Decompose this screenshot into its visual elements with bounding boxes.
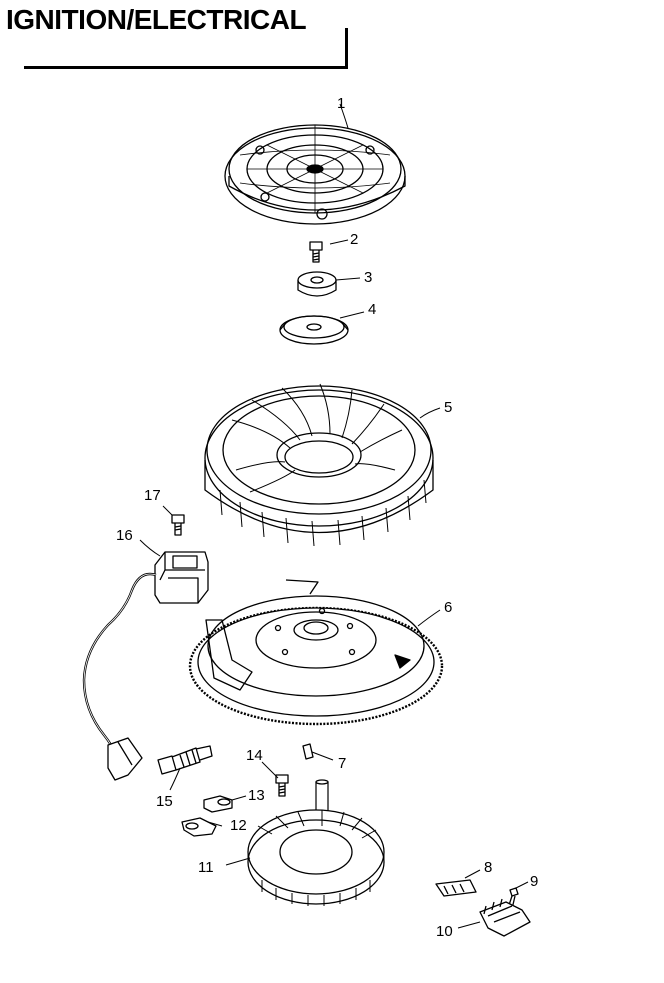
part-flywheel-key: [302, 743, 314, 760]
callout-6: 6: [444, 599, 452, 616]
part-fan-retainer: [279, 315, 349, 345]
title-underline: [24, 66, 348, 69]
part-clamp-lower: [181, 817, 217, 837]
callout-8: 8: [484, 859, 492, 876]
callout-3: 3: [364, 269, 372, 286]
part-cooling-fan: [204, 383, 434, 547]
part-rectifier-regulator: [479, 898, 531, 937]
callout-1: 1: [337, 95, 345, 112]
part-spacer: [297, 271, 337, 297]
page-title: IGNITION/ELECTRICAL: [6, 4, 307, 35]
part-coil-screw: [171, 514, 185, 536]
callout-9: 9: [530, 873, 538, 890]
callout-10: 10: [436, 923, 453, 940]
part-spark-plug: [157, 745, 213, 775]
callout-labels: 1 2 3 4 5 6 7 8 9 10 11 12 13 14 15 16 1…: [116, 95, 538, 940]
part-connector: [435, 879, 477, 897]
callout-2: 2: [350, 231, 358, 248]
part-screw: [309, 241, 323, 263]
callout-4: 4: [368, 301, 376, 318]
callout-12: 12: [230, 817, 247, 834]
leader-lines: [139, 103, 529, 929]
part-grass-screen: [224, 124, 406, 225]
callout-15: 15: [156, 793, 173, 810]
part-clamp-upper: [203, 795, 233, 813]
part-flywheel: [188, 579, 444, 726]
callout-14: 14: [246, 747, 263, 764]
callout-11: 11: [198, 859, 214, 876]
callout-16: 16: [116, 527, 133, 544]
callout-17: 17: [144, 487, 161, 504]
title-side-rule: [345, 28, 348, 69]
callout-5: 5: [444, 399, 452, 416]
callout-13: 13: [248, 787, 265, 804]
part-stator-screw: [275, 774, 289, 797]
part-ignition-module: [82, 551, 209, 781]
part-stator: [247, 779, 385, 906]
callout-7: 7: [338, 755, 346, 772]
part-rectifier-screw: [507, 887, 519, 910]
